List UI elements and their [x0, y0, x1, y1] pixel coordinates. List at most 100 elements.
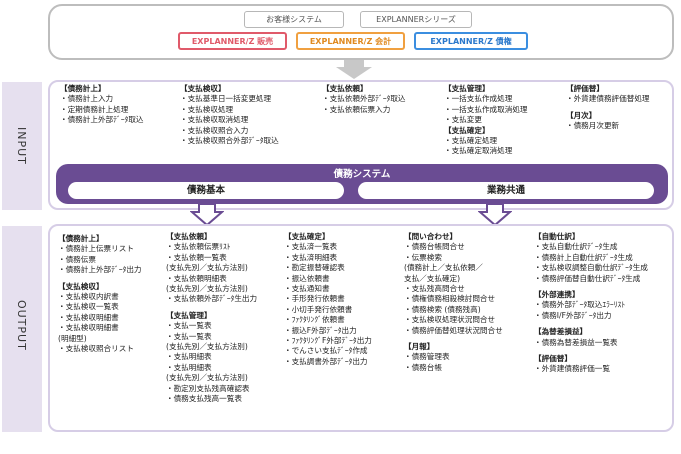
output-item: ・債務支払残高一覧表 [166, 394, 242, 404]
input-item: ・支払検収照合入力 [180, 125, 249, 135]
output-col-4: 【問い合わせ】 ・債務台帳問合せ ・伝票検索 (債務計上／支払依頼／ 支払／支払… [404, 232, 503, 373]
output-group-head: 【支払管理】 [166, 310, 212, 320]
input-item: ・債務月次更新 [566, 121, 620, 131]
output-item: ・振込F外部ﾃﾞｰﾀ出力 [284, 325, 357, 335]
output-item: ・支払検収明細書 [58, 323, 119, 333]
product-chip-sales: EXPLANNER/Z 販売 [178, 32, 287, 50]
customer-system-chip: お客様システム [244, 11, 344, 28]
output-item: (明細型) [58, 333, 87, 343]
output-item: ・支払依頼明細表 [166, 273, 227, 283]
output-item: ・ﾌｧｸﾀﾘﾝｸﾞ依頼書 [284, 315, 345, 325]
core-system-title: 債務システム [333, 169, 391, 180]
output-item: ・支払検収照合リスト [58, 344, 134, 354]
product-chip-accounting: EXPLANNER/Z 会計 [296, 32, 405, 50]
output-item: ・支払検収一覧表 [58, 302, 119, 312]
output-group-head: 【支払検収】 [58, 281, 104, 291]
output-item: ・伝票検索 [404, 252, 442, 262]
input-item: ・支払基準日一括変更処理 [180, 94, 272, 104]
output-item: ・債務為替差損益一覧表 [534, 337, 618, 347]
output-group-head: 【支払依頼】 [166, 232, 212, 241]
output-item: ・支払依頼伝票ﾘｽﾄ [166, 242, 231, 252]
input-group-head: 【支払管理】 [444, 84, 490, 93]
output-group-head: 【自動仕訳】 [534, 232, 580, 241]
input-label: INPUT [15, 127, 28, 165]
output-item: ・支払検収調整自動仕訳ﾃﾞｰﾀ生成 [534, 263, 648, 273]
input-item: ・支払検収処理 [180, 104, 234, 114]
input-item: ・支払依頼外部ﾃﾞｰﾀ取込 [322, 94, 406, 104]
output-item: (債務計上／支払依頼／ [404, 263, 483, 273]
output-col-1: 【債務計上】 ・債務計上伝票リスト ・債務伝票 ・債務計上外部ﾃﾞｰﾀ出力 【支… [58, 234, 142, 354]
output-item: ・債務計上外部ﾃﾞｰﾀ出力 [58, 265, 142, 275]
output-item: ・債務計上自動仕訳ﾃﾞｰﾀ生成 [534, 252, 633, 262]
input-col-3: 【支払依頼】 ・支払依頼外部ﾃﾞｰﾀ取込 ・支払依頼伝票入力 [322, 84, 406, 115]
product-chip-receivables: EXPLANNER/Z 債権 [414, 32, 528, 50]
input-item: ・外貨建債務評価替処理 [566, 94, 650, 104]
output-col-5: 【自動仕訳】 ・支払自動仕訳ﾃﾞｰﾀ生成 ・債務計上自動仕訳ﾃﾞｰﾀ生成 ・支払… [534, 232, 648, 375]
explanner-series-chip: EXPLANNERシリーズ [360, 11, 472, 28]
output-item: ・支払依頼一覧表 [166, 252, 227, 262]
flow-down-arrow-icon [336, 60, 372, 79]
output-col-2: 【支払依頼】 ・支払依頼伝票ﾘｽﾄ ・支払依頼一覧表 (支払先別／支払方法別) … [166, 232, 257, 405]
input-item: ・一括支払作成取消処理 [444, 104, 528, 114]
output-item: ・支払一覧表 [166, 321, 212, 331]
input-item: ・定期債務計上処理 [60, 104, 129, 114]
output-item: ・支払残高問合せ [404, 284, 465, 294]
input-item: ・支払変更 [444, 115, 482, 125]
output-item: (支払先別／支払方法別) [166, 263, 248, 273]
output-group-head: 【債務計上】 [58, 234, 104, 243]
input-group-head: 【支払依頼】 [322, 84, 368, 93]
output-group-head: 【月報】 [404, 342, 435, 352]
output-item: ・支払一覧表 [166, 331, 212, 341]
systems-panel [48, 4, 674, 60]
input-group-head: 【支払確定】 [444, 125, 490, 135]
output-item: ・債務台帳問合せ [404, 242, 465, 252]
output-item: (支払先別／支払方法別) [166, 284, 248, 294]
flow-arrow-basic-icon [190, 203, 224, 227]
output-group-head: 【評価替】 [534, 354, 572, 364]
output-item: ・支払明細表 [166, 352, 212, 362]
input-group-head: 【評価替】 [566, 84, 604, 93]
output-item: ・支払済一覧表 [284, 242, 338, 252]
input-group-head: 【債務計上】 [60, 84, 106, 93]
output-item: ・支払通知書 [284, 284, 330, 294]
module-pill-basic: 債務基本 [68, 182, 344, 199]
output-item: ・債務計上伝票リスト [58, 244, 134, 254]
input-item: ・支払確定処理 [444, 136, 498, 146]
output-item: ・債権債務相殺検討問合せ [404, 294, 496, 304]
input-col-2: 【支払検収】 ・支払基準日一括変更処理 ・支払検収処理 ・支払検収取消処理 ・支… [180, 84, 279, 146]
output-item: ・債務台帳 [404, 362, 442, 372]
output-item: ・小切手発行依頼書 [284, 304, 353, 314]
output-group-head: 【支払確定】 [284, 232, 330, 241]
input-group-head: 【月次】 [566, 110, 597, 120]
output-group-head: 【外部連携】 [534, 290, 580, 300]
input-col-1: 【債務計上】 ・債務計上入力 ・定期債務計上処理 ・債務計上外部ﾃﾞｰﾀ取込 [60, 84, 144, 126]
output-item: ・手形発行依頼書 [284, 294, 345, 304]
input-item: ・債務計上入力 [60, 94, 114, 104]
output-item: ・債務検索 (債務残高) [404, 304, 481, 314]
output-item: ・外貨建債務評価一覧 [534, 364, 610, 374]
output-item: ・債務評価替処理状況問合せ [404, 325, 503, 335]
output-item: (支払先別／支払方法別) [166, 373, 248, 383]
output-item: ・支払調書外部ﾃﾞｰﾀ出力 [284, 356, 368, 366]
output-item: ・支払検収明細書 [58, 312, 119, 322]
output-item: ・支払自動仕訳ﾃﾞｰﾀ生成 [534, 242, 618, 252]
output-side-bar [2, 226, 42, 432]
output-item: ・ﾌｧｸﾀﾘﾝｸﾞF外部ﾃﾞｰﾀ出力 [284, 336, 372, 346]
output-group-head: 【為替差損益】 [534, 327, 588, 337]
input-item: ・一括支払作成処理 [444, 94, 513, 104]
output-col-3: 【支払確定】 ・支払済一覧表 ・支払済明細表 ・勘定振替確認表 ・振込依頼書 ・… [284, 232, 372, 367]
output-item: ・債務評価替自動仕訳ﾃﾞｰﾀ生成 [534, 273, 641, 283]
output-item: ・債務管理表 [404, 352, 450, 362]
output-item: ・でんさい支払ﾃﾞｰﾀ作成 [284, 346, 368, 356]
output-item: (支払先別／支払方法別) [166, 342, 248, 352]
input-item: ・支払検収取消処理 [180, 115, 249, 125]
output-panel [48, 224, 674, 432]
output-item: ・勘定別支払残高確認表 [166, 383, 250, 393]
output-item: ・支払済明細表 [284, 252, 338, 262]
output-item: ・債務外部ﾃﾞｰﾀ取込ｴﾗｰﾘｽﾄ [534, 300, 626, 310]
output-item: ・振込依頼書 [284, 273, 330, 283]
input-item: ・支払依頼伝票入力 [322, 104, 391, 114]
input-item: ・支払検収照合外部ﾃﾞｰﾀ取込 [180, 136, 279, 146]
output-item: 支払／支払確定) [404, 273, 461, 283]
output-item: ・支払検収内訳書 [58, 292, 119, 302]
